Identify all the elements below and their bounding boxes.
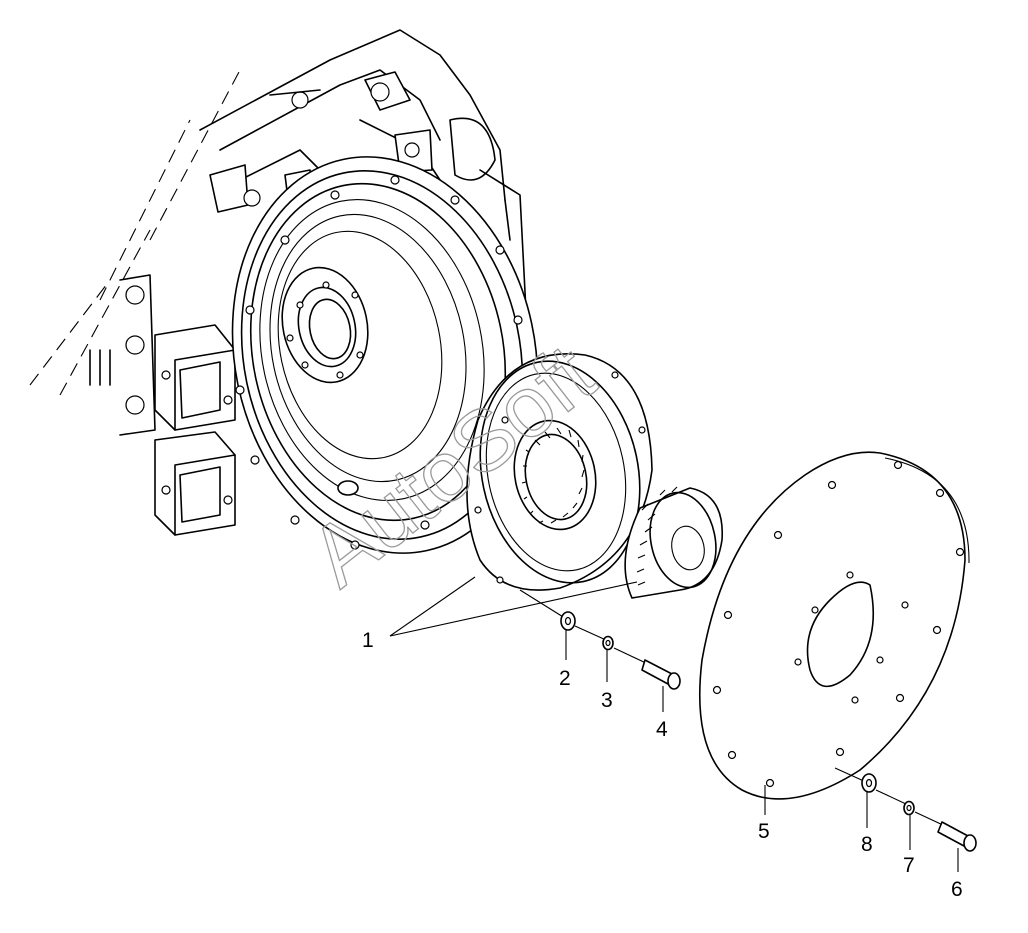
flywheel-housing bbox=[29, 29, 539, 554]
flex-plate-holes bbox=[712, 460, 965, 788]
housing-bolt-holes bbox=[235, 175, 523, 550]
callout-2: 2 bbox=[559, 667, 571, 690]
callout-7: 7 bbox=[903, 854, 915, 877]
callout-5: 5 bbox=[758, 820, 770, 843]
callout-3: 3 bbox=[601, 689, 613, 712]
part-4-bolt bbox=[641, 659, 681, 690]
part-5-flex-plate bbox=[699, 451, 970, 800]
callout-4: 4 bbox=[656, 718, 668, 741]
callout-8: 8 bbox=[861, 833, 873, 856]
callout-leaders bbox=[389, 576, 959, 872]
part-6-bolt bbox=[937, 821, 977, 852]
part-1-flywheel-coupling bbox=[466, 353, 723, 599]
callout-labels: 1 2 3 4 5 6 7 8 bbox=[362, 629, 963, 901]
callout-1: 1 bbox=[362, 629, 374, 652]
callout-6: 6 bbox=[951, 878, 963, 901]
fasteners-upper bbox=[519, 589, 681, 690]
fasteners-lower bbox=[834, 767, 977, 852]
part-2-washer bbox=[560, 611, 576, 631]
part-8-washer bbox=[861, 773, 877, 793]
part-3-lock-washer bbox=[602, 635, 614, 651]
part-7-lock-washer bbox=[903, 800, 915, 816]
